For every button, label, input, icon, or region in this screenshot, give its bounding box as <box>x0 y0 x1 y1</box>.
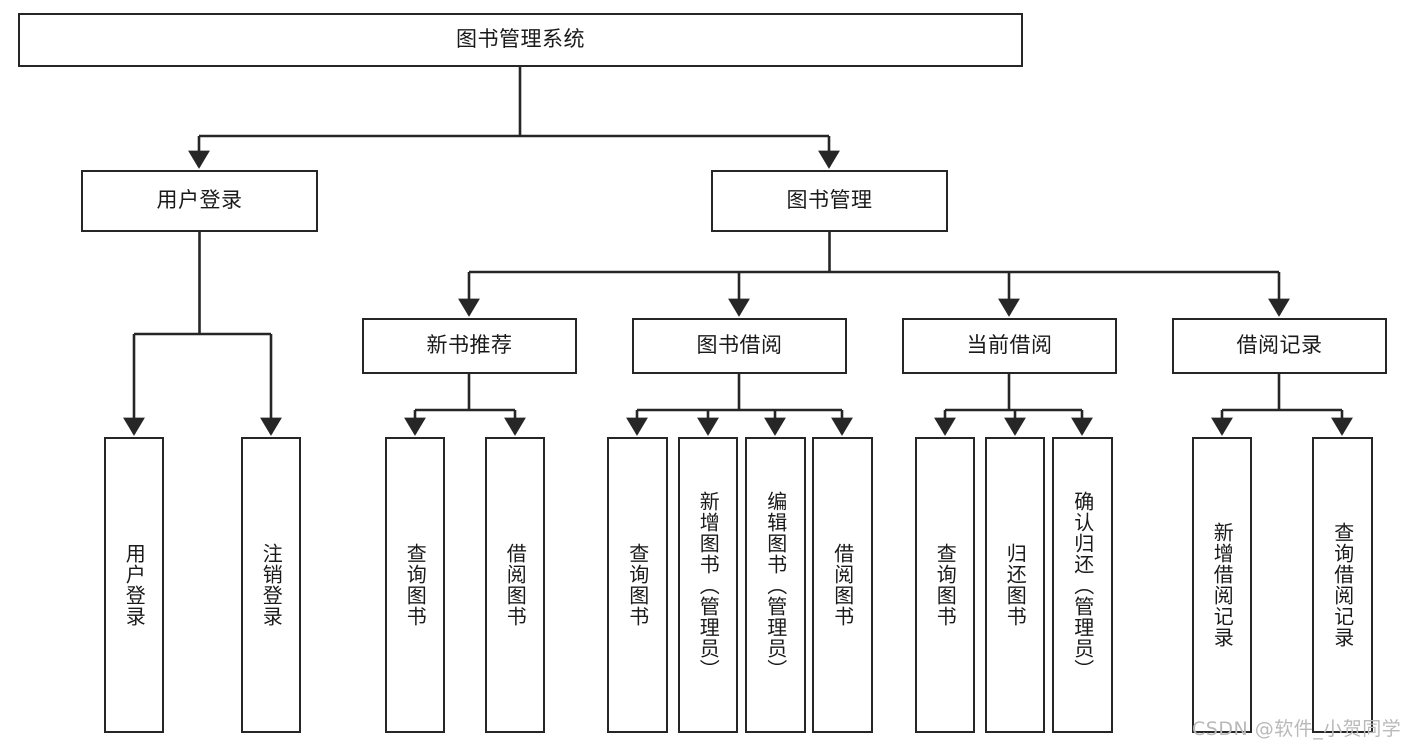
node-root-label: 图书管理系统 <box>456 27 585 52</box>
node-book-borrow[interactable]: 图书借阅 <box>632 318 847 374</box>
node-root[interactable]: 图书管理系统 <box>18 13 1023 67</box>
node-current-borrow[interactable]: 当前借阅 <box>902 318 1117 374</box>
node-user-login-label: 用户登录 <box>156 188 243 213</box>
node-book-manage-label: 图书管理 <box>786 188 873 213</box>
node-leaf-query-record[interactable]: 查询借阅记录 <box>1312 437 1373 733</box>
node-book-borrow-label: 图书借阅 <box>696 333 783 358</box>
node-user-login[interactable]: 用户登录 <box>81 170 318 232</box>
node-leaf-confirm-return-label: 确认归还（管理员） <box>1070 490 1095 680</box>
node-leaf-user-login-label: 用户登录 <box>122 543 147 627</box>
node-leaf-query-book-cur[interactable]: 查询图书 <box>915 437 975 733</box>
node-leaf-query-record-label: 查询借阅记录 <box>1330 522 1355 648</box>
node-current-borrow-label: 当前借阅 <box>966 333 1053 358</box>
node-leaf-query-book-cur-label: 查询图书 <box>933 543 958 627</box>
node-leaf-query-book-rec[interactable]: 查询图书 <box>385 437 445 733</box>
node-leaf-edit-book-label: 编辑图书（管理员） <box>763 490 788 680</box>
csdn-watermark-text: CSDN @软件_小贺同学 <box>1192 718 1402 740</box>
node-leaf-add-record[interactable]: 新增借阅记录 <box>1192 437 1252 733</box>
node-leaf-borrow-book-rec[interactable]: 借阅图书 <box>485 437 545 733</box>
node-leaf-query-book-rec-label: 查询图书 <box>403 543 428 627</box>
node-borrow-record[interactable]: 借阅记录 <box>1172 318 1387 374</box>
node-leaf-return-book-label: 归还图书 <box>1003 543 1028 627</box>
node-leaf-query-book-borrow-label: 查询图书 <box>625 543 650 627</box>
node-leaf-add-book[interactable]: 新增图书（管理员） <box>678 437 738 733</box>
node-leaf-user-logout[interactable]: 注销登录 <box>241 437 301 733</box>
node-leaf-return-book[interactable]: 归还图书 <box>985 437 1045 733</box>
node-leaf-add-book-label: 新增图书（管理员） <box>696 490 721 680</box>
node-leaf-borrow-book-rec-label: 借阅图书 <box>503 543 528 627</box>
node-borrow-record-label: 借阅记录 <box>1236 333 1323 358</box>
node-leaf-confirm-return[interactable]: 确认归还（管理员） <box>1052 437 1113 733</box>
node-leaf-add-record-label: 新增借阅记录 <box>1210 522 1235 648</box>
node-leaf-user-login[interactable]: 用户登录 <box>104 437 164 733</box>
node-new-book-recommend[interactable]: 新书推荐 <box>362 318 577 374</box>
node-leaf-borrow-book[interactable]: 借阅图书 <box>812 437 873 733</box>
node-new-book-recommend-label: 新书推荐 <box>426 333 513 358</box>
csdn-watermark: CSDN @软件_小贺同学 <box>1192 714 1401 741</box>
node-leaf-query-book-borrow[interactable]: 查询图书 <box>607 437 668 733</box>
node-leaf-edit-book[interactable]: 编辑图书（管理员） <box>745 437 806 733</box>
node-leaf-user-logout-label: 注销登录 <box>259 543 284 627</box>
node-book-manage[interactable]: 图书管理 <box>711 170 948 232</box>
node-leaf-borrow-book-label: 借阅图书 <box>830 543 855 627</box>
